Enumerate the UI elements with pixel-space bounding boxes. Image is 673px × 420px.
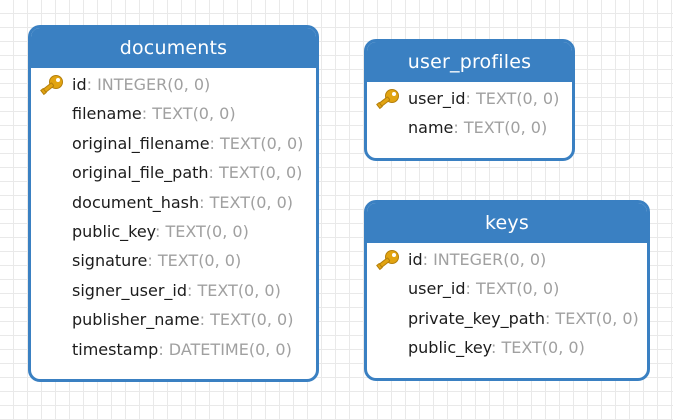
field-type: : TEXT(0, 0) <box>154 221 249 241</box>
field-type: : TEXT(0, 0) <box>465 89 560 108</box>
table-row[interactable]: user_id: TEXT(0, 0) <box>367 84 572 113</box>
field-type: : TEXT(0, 0) <box>209 133 304 153</box>
field-name: timestamp <box>72 339 159 359</box>
field-type: : INTEGER(0, 0) <box>422 250 547 269</box>
field-type: : TEXT(0, 0) <box>187 280 281 300</box>
table-row[interactable]: document_hash: TEXT(0, 0) <box>31 188 316 217</box>
table-user-profiles[interactable]: user_profiles user_id: TEXT(0, 0) name: … <box>364 39 575 161</box>
table-row[interactable]: original_filename: TEXT(0, 0) <box>31 129 316 158</box>
field-name: id <box>408 250 423 269</box>
field-type: : TEXT(0, 0) <box>199 310 294 330</box>
table-row[interactable]: signature: TEXT(0, 0) <box>31 246 316 275</box>
table-row[interactable]: publisher_name: TEXT(0, 0) <box>31 305 316 334</box>
field-name: name <box>408 118 454 138</box>
table-body: id: INTEGER(0, 0) user_id: TEXT(0, 0) pr… <box>367 243 647 363</box>
table-title: keys <box>367 203 647 243</box>
table-row[interactable]: name: TEXT(0, 0) <box>367 113 572 142</box>
table-row[interactable]: public_key: TEXT(0, 0) <box>31 217 316 246</box>
field-type: : TEXT(0, 0) <box>544 308 639 328</box>
field-name: public_key <box>408 338 491 358</box>
table-title: user_profiles <box>367 42 572 82</box>
table-row[interactable]: public_key: TEXT(0, 0) <box>367 333 647 362</box>
field-type: : TEXT(0, 0) <box>141 104 236 124</box>
field-name: signature <box>72 251 148 271</box>
table-body: user_id: TEXT(0, 0) name: TEXT(0, 0) <box>367 82 572 143</box>
field-name: user_id <box>408 89 466 108</box>
key-icon <box>376 89 399 110</box>
field-type: : INTEGER(0, 0) <box>86 75 211 94</box>
table-title: documents <box>31 28 316 68</box>
field-name: id <box>72 75 87 94</box>
field-name: filename <box>72 104 142 124</box>
table-row[interactable]: original_file_path: TEXT(0, 0) <box>31 158 316 187</box>
field-name: private_key_path <box>408 308 545 328</box>
table-keys[interactable]: keys id: INTEGER(0, 0) user_id: TEXT(0, … <box>364 200 650 381</box>
field-type: : TEXT(0, 0) <box>208 163 303 183</box>
field-type: : TEXT(0, 0) <box>199 192 293 212</box>
field-type: : TEXT(0, 0) <box>465 279 560 299</box>
field-name: original_filename <box>72 133 210 153</box>
table-row[interactable]: user_id: TEXT(0, 0) <box>367 274 647 303</box>
table-row[interactable]: id: INTEGER(0, 0) <box>31 70 316 99</box>
field-name: document_hash <box>72 192 200 212</box>
table-row[interactable]: id: INTEGER(0, 0) <box>367 245 647 274</box>
field-type: : TEXT(0, 0) <box>147 251 242 271</box>
table-documents[interactable]: documents id: INTEGER(0, 0) filename: TE… <box>28 25 319 382</box>
field-name: user_id <box>408 279 466 299</box>
field-name: public_key <box>72 221 155 241</box>
key-icon <box>376 250 399 271</box>
field-name: original_file_path <box>72 163 209 183</box>
table-body: id: INTEGER(0, 0) filename: TEXT(0, 0) o… <box>31 68 316 364</box>
field-type: : TEXT(0, 0) <box>490 338 585 358</box>
field-name: signer_user_id <box>72 280 187 300</box>
table-row[interactable]: filename: TEXT(0, 0) <box>31 99 316 128</box>
table-row[interactable]: timestamp: DATETIME(0, 0) <box>31 335 316 364</box>
key-icon <box>40 75 63 96</box>
table-row[interactable]: signer_user_id: TEXT(0, 0) <box>31 276 316 305</box>
table-row[interactable]: private_key_path: TEXT(0, 0) <box>367 304 647 333</box>
field-type: : DATETIME(0, 0) <box>158 339 292 359</box>
field-type: : TEXT(0, 0) <box>453 118 548 138</box>
field-name: publisher_name <box>72 310 200 330</box>
